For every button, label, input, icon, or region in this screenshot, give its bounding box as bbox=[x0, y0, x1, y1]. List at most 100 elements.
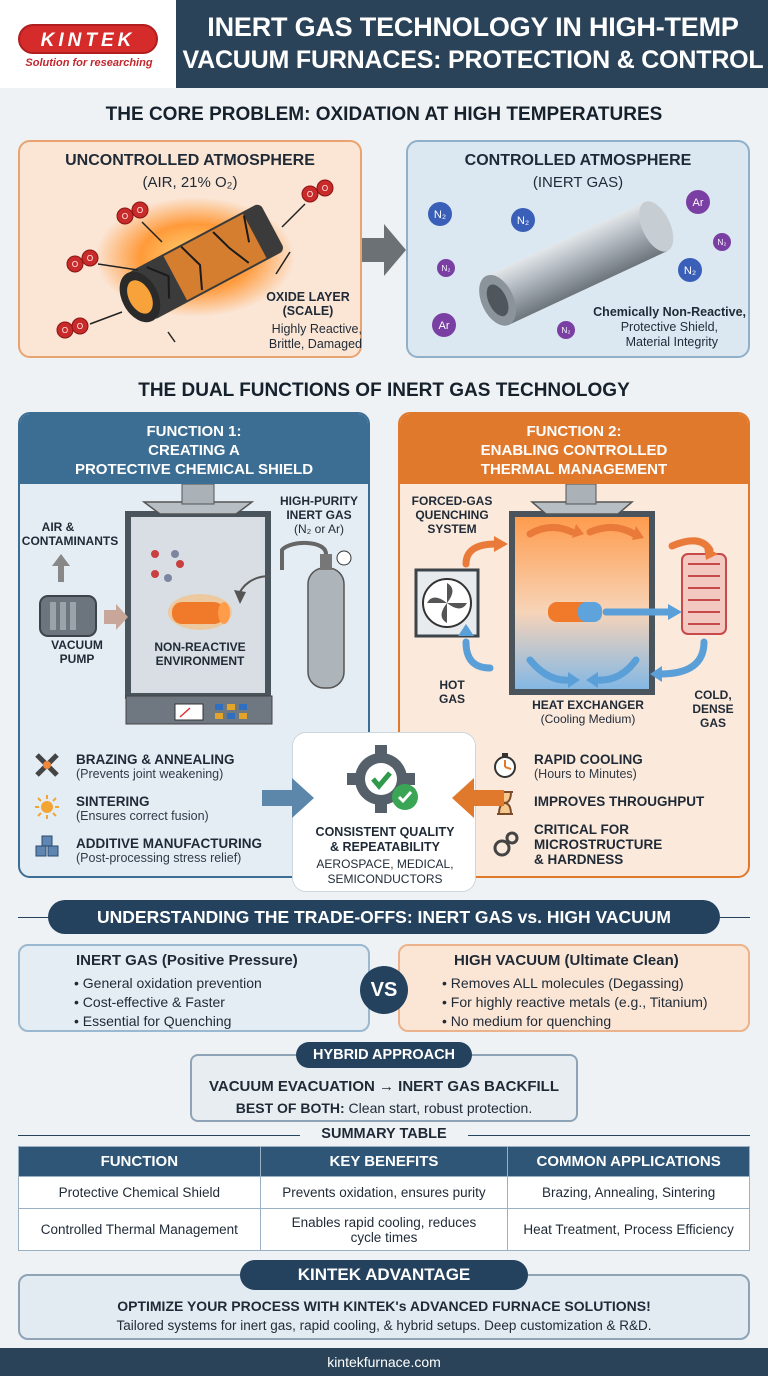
footer-bar: kintekfurnace.com bbox=[0, 1348, 768, 1376]
f2-app-microstructure: CRITICAL FOR MICROSTRUCTURE & HARDNESS bbox=[534, 822, 663, 867]
inert-compare-item: • General oxidation prevention bbox=[74, 975, 262, 991]
table-cell: Brazing, Annealing, Sintering bbox=[507, 1176, 750, 1209]
function-2-panel: FUNCTION 2: ENABLING CONTROLLED THERMAL … bbox=[398, 412, 750, 878]
svg-text:N₂: N₂ bbox=[562, 326, 571, 335]
summary-heading: SUMMARY TABLE bbox=[300, 1126, 468, 1146]
svg-text:O: O bbox=[307, 190, 313, 199]
quality-line-2: & REPEATABILITY bbox=[330, 840, 440, 854]
high-vacuum-compare-panel: HIGH VACUUM (Ultimate Clean) • Removes A… bbox=[398, 944, 750, 1032]
controlled-title: CONTROLLED ATMOSPHERE bbox=[464, 152, 692, 169]
summary-table: FUNCTION KEY BENEFITS COMMON APPLICATION… bbox=[18, 1146, 750, 1251]
footer-url[interactable]: kintekfurnace.com bbox=[327, 1354, 441, 1370]
table-cell: Enables rapid cooling, reduces cycle tim… bbox=[259, 1208, 509, 1251]
air-contaminants-label-1: AIR & bbox=[41, 520, 75, 534]
inert-gas-label-2: INERT GAS bbox=[286, 508, 352, 522]
dual-functions-heading: THE DUAL FUNCTIONS OF INERT GAS TECHNOLO… bbox=[138, 380, 630, 401]
uncontrolled-atmosphere-panel: UNCONTROLLED ATMOSPHERE (AIR, 21% O₂) bbox=[18, 140, 362, 358]
vacuum-furnace-illustration bbox=[39, 484, 352, 725]
inert-gas-compare-panel: INERT GAS (Positive Pressure) • General … bbox=[18, 944, 370, 1032]
transition-arrow-icon bbox=[362, 224, 406, 276]
quenching-system-illustration bbox=[414, 484, 727, 695]
uncontrolled-title: UNCONTROLLED ATMOSPHERE bbox=[65, 152, 315, 169]
f2-app-throughput: IMPROVES THROUGHPUT bbox=[534, 794, 705, 809]
summary-col-applications: COMMON APPLICATIONS bbox=[507, 1146, 750, 1177]
core-problem-heading: THE CORE PROBLEM: OXIDATION AT HIGH TEMP… bbox=[105, 104, 663, 125]
hybrid-line-1: VACUUM EVACUATION → INERT GAS BACKFILL bbox=[209, 1078, 559, 1095]
oxidized-tube-illustration bbox=[95, 197, 295, 343]
svg-text:Ar: Ar bbox=[439, 320, 450, 332]
quench-label-3: SYSTEM bbox=[427, 522, 477, 536]
table-row: Controlled Thermal Management Enables ra… bbox=[18, 1208, 750, 1251]
table-row: Protective Chemical Shield Prevents oxid… bbox=[18, 1176, 750, 1209]
tradeoffs-heading: UNDERSTANDING THE TRADE-OFFS: INERT GAS … bbox=[48, 900, 720, 934]
function-2-line-2: ENABLING CONTROLLED bbox=[480, 442, 668, 459]
arrow-left-icon bbox=[452, 778, 504, 818]
quality-line-4: SEMICONDUCTORS bbox=[327, 872, 443, 886]
svg-text:N₂: N₂ bbox=[684, 265, 696, 277]
summary-col-function: FUNCTION bbox=[18, 1146, 261, 1177]
arrow-right-icon bbox=[262, 778, 314, 818]
hot-gas-label-2: GAS bbox=[438, 692, 465, 706]
oxide-layer-label-2: (SCALE) bbox=[282, 304, 334, 318]
quench-label-1: FORCED-GAS bbox=[411, 494, 493, 508]
oxide-layer-label-1: OXIDE LAYER bbox=[266, 290, 350, 304]
controlled-subtitle: (INERT GAS) bbox=[532, 174, 624, 191]
function-1-line-1: FUNCTION 1: bbox=[146, 423, 242, 440]
svg-text:O: O bbox=[122, 212, 128, 221]
air-contaminants-label-2: CONTAMINANTS bbox=[21, 534, 119, 548]
svg-text:N₂: N₂ bbox=[718, 238, 727, 247]
f1-app-sintering: SINTERING (Ensures correct fusion) bbox=[76, 794, 209, 823]
table-cell: Prevents oxidation, ensures purity bbox=[259, 1176, 509, 1209]
cold-gas-label-3: GAS bbox=[699, 716, 726, 730]
function-1-line-3: PROTECTIVE CHEMICAL SHIELD bbox=[74, 461, 314, 478]
vacuum-compare-title: HIGH VACUUM (Ultimate Clean) bbox=[454, 952, 679, 969]
logo-area: KINTEK Solution for researching bbox=[0, 0, 176, 88]
function-1-line-2: CREATING A bbox=[148, 442, 240, 459]
uncontrolled-desc-1: Highly Reactive, bbox=[271, 322, 362, 336]
controlled-desc-3: Material Integrity bbox=[625, 335, 718, 349]
vacuum-compare-item: • No medium for quenching bbox=[442, 1013, 612, 1029]
svg-text:Ar: Ar bbox=[693, 197, 704, 209]
table-cell: Heat Treatment, Process Efficiency bbox=[507, 1208, 750, 1251]
controlled-desc-1: Chemically Non-Reactive, bbox=[593, 305, 746, 319]
table-cell: Protective Chemical Shield bbox=[18, 1176, 261, 1209]
svg-text:N₂: N₂ bbox=[434, 209, 446, 221]
advantage-line-2: Tailored systems for inert gas, rapid co… bbox=[116, 1318, 652, 1333]
inert-compare-item: • Cost-effective & Faster bbox=[74, 994, 225, 1010]
advantage-tag: KINTEK ADVANTAGE bbox=[240, 1260, 528, 1290]
heat-exchanger-label-1: HEAT EXCHANGER bbox=[532, 698, 644, 712]
page-title-line-1: INERT GAS TECHNOLOGY IN HIGH-TEMP bbox=[207, 12, 739, 42]
vacuum-compare-item: • For highly reactive metals (e.g., Tita… bbox=[442, 994, 708, 1010]
quality-line-1: CONSISTENT QUALITY bbox=[315, 825, 455, 839]
logo-tagline: Solution for researching bbox=[25, 57, 153, 69]
inert-compare-item: • Essential for Quenching bbox=[74, 1013, 232, 1029]
inert-compare-title: INERT GAS (Positive Pressure) bbox=[76, 952, 298, 969]
gears-icon bbox=[493, 831, 519, 857]
gear-check-icon bbox=[347, 745, 418, 813]
quality-line-3: AEROSPACE, MEDICAL, bbox=[316, 857, 454, 871]
sintering-icon bbox=[35, 795, 59, 819]
heat-exchanger-label-2: (Cooling Medium) bbox=[540, 712, 636, 726]
function-1-panel: FUNCTION 1: CREATING A PROTECTIVE CHEMIC… bbox=[18, 412, 370, 878]
uncontrolled-subtitle: (AIR, 21% O₂) bbox=[142, 174, 238, 191]
uncontrolled-desc-2: Brittle, Damaged bbox=[268, 337, 362, 351]
function-2-header: FUNCTION 2: ENABLING CONTROLLED THERMAL … bbox=[400, 414, 748, 484]
svg-text:N₂: N₂ bbox=[517, 215, 529, 227]
svg-text:O: O bbox=[77, 322, 83, 331]
function-2-line-3: THERMAL MANAGEMENT bbox=[480, 461, 668, 478]
function-2-line-1: FUNCTION 2: bbox=[526, 423, 622, 440]
vacuum-pump-label-2: PUMP bbox=[59, 652, 95, 666]
quality-card: CONSISTENT QUALITY & REPEATABILITY AEROS… bbox=[292, 732, 476, 892]
brazing-icon bbox=[35, 753, 59, 777]
summary-header-row: FUNCTION KEY BENEFITS COMMON APPLICATION… bbox=[18, 1146, 750, 1177]
advantage-line-1: OPTIMIZE YOUR PROCESS WITH KINTEK's ADVA… bbox=[117, 1298, 651, 1314]
svg-text:O: O bbox=[87, 254, 93, 263]
table-cell: Controlled Thermal Management bbox=[18, 1208, 261, 1251]
kintek-logo[interactable]: KINTEK bbox=[18, 24, 158, 54]
cold-gas-label-2: DENSE bbox=[692, 702, 734, 716]
f1-app-additive: ADDITIVE MANUFACTURING (Post-processing … bbox=[76, 836, 262, 865]
hybrid-line-2: BEST OF BOTH: Clean start, robust protec… bbox=[235, 1100, 533, 1116]
hot-gas-label-1: HOT bbox=[439, 678, 465, 692]
vacuum-compare-item: • Removes ALL molecules (Degassing) bbox=[442, 975, 684, 991]
